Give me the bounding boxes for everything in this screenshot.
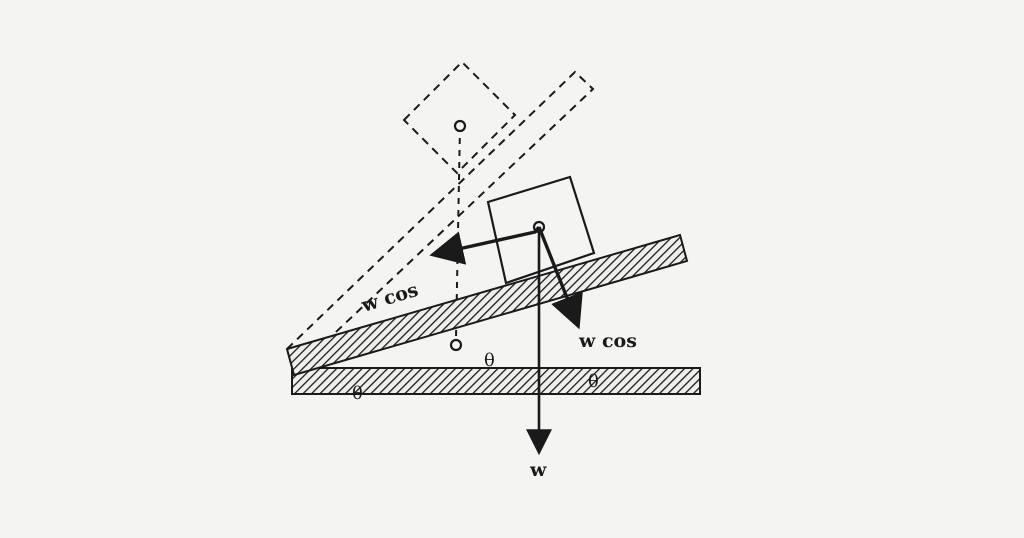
dashed-block [402,60,517,175]
label-w-cos-right: w cos [578,330,637,352]
base-plank [291,367,701,395]
normal-force-arrow [537,226,583,330]
label-theta-right: θ [588,371,599,392]
inclined-plank [285,233,689,377]
lower-center-point [449,338,463,352]
dashed-block-center-point [453,119,467,133]
label-w-cos-left: w cos [358,279,421,317]
parallel-force-arrow [429,225,541,265]
label-w-bottom: w [529,459,547,481]
label-theta-mid: θ [484,350,495,371]
label-theta-left: θ [352,383,363,404]
dashed-raised-plane [285,70,595,368]
